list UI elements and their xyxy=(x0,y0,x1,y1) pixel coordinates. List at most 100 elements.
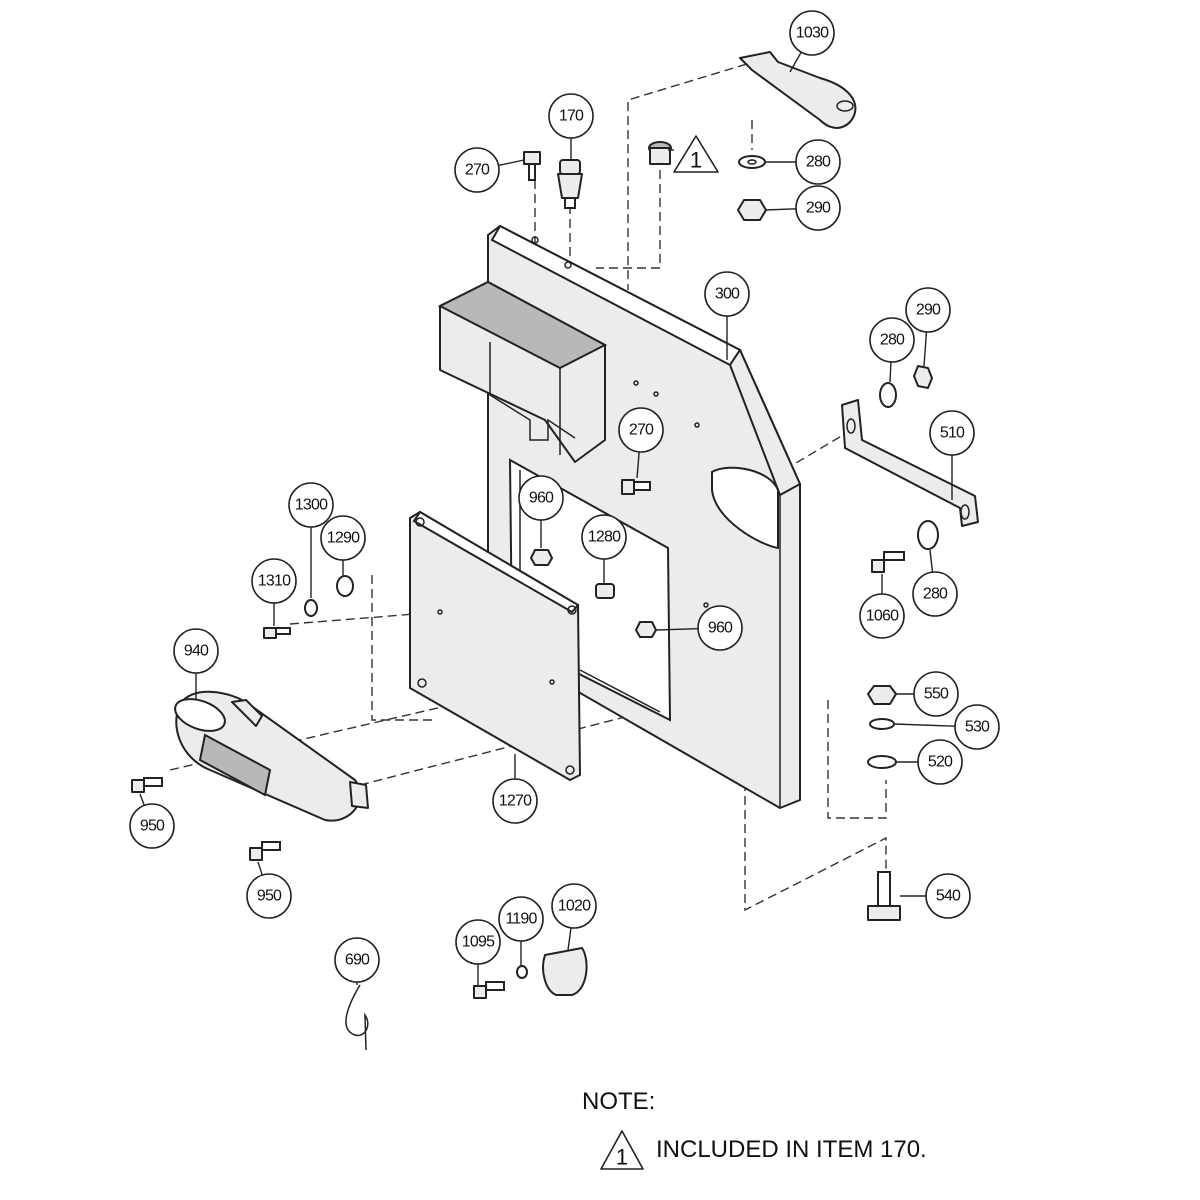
callout-circle xyxy=(455,919,501,965)
callout-number: 690 xyxy=(345,952,370,969)
note-block: NOTE: 1 INCLUDED IN ITEM 170. xyxy=(582,1088,1182,1188)
callout-number: 1270 xyxy=(499,793,532,810)
callout-1095: 1095 xyxy=(455,919,501,986)
callout-leader xyxy=(923,331,928,367)
callout-300: 300 xyxy=(704,271,750,360)
callout-number: 300 xyxy=(715,286,740,303)
callout-280_top: 280 xyxy=(765,139,841,185)
note-flag-marker: 1 xyxy=(668,135,719,173)
callout-number: 540 xyxy=(936,888,961,905)
note-line: 1 INCLUDED IN ITEM 170. xyxy=(598,1128,1158,1172)
callout-number: 510 xyxy=(940,425,965,442)
note-triangle-icon: 1 xyxy=(600,1130,644,1170)
callout-leader xyxy=(893,723,956,727)
callout-circle xyxy=(905,287,951,333)
callout-circle xyxy=(917,739,963,785)
callout-960_a: 960 xyxy=(518,475,564,548)
callout-circle xyxy=(795,139,841,185)
callout-270_mid: 270 xyxy=(618,407,664,479)
callout-number: 1190 xyxy=(505,911,537,928)
callout-number: 950 xyxy=(257,888,282,905)
callout-number: 280 xyxy=(806,154,831,171)
callout-circle xyxy=(548,93,594,139)
callout-1190: 1190 xyxy=(498,896,544,966)
callout-280_right: 280 xyxy=(869,317,915,383)
callout-circle xyxy=(795,185,841,231)
callout-leader xyxy=(764,208,797,211)
callout-circle xyxy=(618,407,664,453)
callout-circle xyxy=(334,937,380,983)
callout-circle xyxy=(246,873,292,919)
callout-circle xyxy=(581,514,627,560)
callout-1060: 1060 xyxy=(859,574,905,639)
callout-circle xyxy=(551,883,597,929)
callout-270_top: 270 xyxy=(454,147,525,193)
callout-circle xyxy=(251,558,297,604)
callout-530: 530 xyxy=(893,704,1000,750)
callout-leader xyxy=(789,51,802,73)
callout-number: 290 xyxy=(916,302,941,319)
callout-940: 940 xyxy=(173,628,219,700)
callout-number: 290 xyxy=(806,200,831,217)
callout-circle xyxy=(704,271,750,317)
callout-leader xyxy=(655,627,699,631)
callout-number: 1020 xyxy=(558,898,591,915)
callout-leader xyxy=(889,361,892,383)
bracket-1030 xyxy=(739,51,857,129)
bracket-510 xyxy=(841,399,979,527)
callout-number: 960 xyxy=(708,620,733,637)
callout-number: 270 xyxy=(465,162,490,179)
callout-950_b: 950 xyxy=(246,861,292,919)
callout-circle xyxy=(925,873,971,919)
callout-number: 1310 xyxy=(258,573,291,590)
callout-550: 550 xyxy=(896,671,959,717)
callout-circle xyxy=(320,515,366,561)
callout-number: 1030 xyxy=(796,25,829,42)
callout-leader xyxy=(257,861,263,876)
callout-290_top: 290 xyxy=(764,185,841,231)
callout-circle xyxy=(789,10,835,56)
callout-number: 270 xyxy=(629,422,654,439)
callout-circle xyxy=(929,410,975,456)
note-text: INCLUDED IN ITEM 170. xyxy=(656,1136,927,1163)
callout-number: 550 xyxy=(924,686,949,703)
callout-leader xyxy=(636,451,640,479)
callout-number: 950 xyxy=(140,818,165,835)
callout-circle xyxy=(518,475,564,521)
callout-690: 690 xyxy=(334,937,380,985)
callout-number: 1290 xyxy=(327,530,360,547)
callout-leader xyxy=(929,549,934,573)
callout-circle xyxy=(492,778,538,824)
callout-number: 280 xyxy=(880,332,905,349)
callout-circle xyxy=(859,593,905,639)
callout-circle xyxy=(954,704,1000,750)
callout-number: 960 xyxy=(529,490,554,507)
callout-number: 1095 xyxy=(462,934,495,951)
callout-1300: 1300 xyxy=(288,482,334,598)
callout-circle xyxy=(129,803,175,849)
callout-leader xyxy=(567,927,572,951)
callout-1270: 1270 xyxy=(492,754,538,824)
callout-circle xyxy=(288,482,334,528)
callout-1310: 1310 xyxy=(251,558,297,626)
hardware xyxy=(131,141,939,1051)
callout-520: 520 xyxy=(896,739,963,785)
callout-circle xyxy=(454,147,500,193)
callout-540: 540 xyxy=(900,873,971,919)
callout-1280: 1280 xyxy=(581,514,627,584)
callout-number: 1060 xyxy=(866,608,899,625)
callout-number: 280 xyxy=(923,586,948,603)
callout-leader xyxy=(498,159,525,167)
callout-950_a: 950 xyxy=(129,793,175,849)
tube-940 xyxy=(174,690,369,822)
flag-marker-number: 1 xyxy=(690,148,702,173)
callout-1020: 1020 xyxy=(551,883,597,951)
callout-number: 520 xyxy=(928,754,953,771)
callout-circle xyxy=(869,317,915,363)
callout-1030: 1030 xyxy=(789,10,835,73)
callout-number: 170 xyxy=(559,108,584,125)
note-marker-number: 1 xyxy=(616,1145,628,1170)
callout-290_right: 290 xyxy=(905,287,951,367)
callout-circle xyxy=(173,628,219,674)
